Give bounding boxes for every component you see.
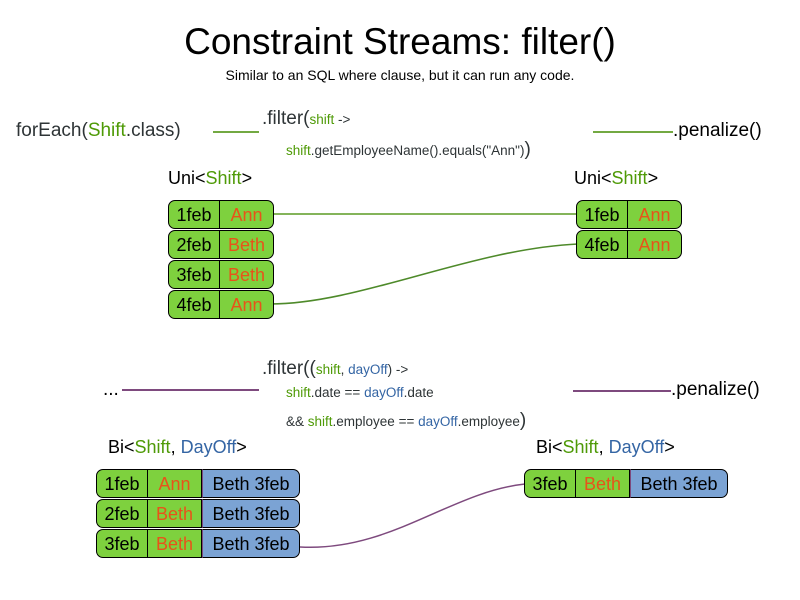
uni-output-label-prefix: Uni< — [574, 168, 612, 188]
bi-filter-line2-tail: .date — [403, 385, 434, 400]
tuple-dayoff: Beth 3feb — [202, 499, 300, 528]
uni-filter-param-shift: shift — [309, 112, 335, 127]
bi-filter-param-dayoff: dayOff — [348, 362, 388, 377]
bi-filter-param-separator: , — [340, 362, 349, 377]
bi-filter-expression-line1: .filter((shift, dayOff) -> — [262, 358, 408, 380]
bi-filter-keyword: .filter(( — [262, 358, 316, 379]
tuple-date: 1feb — [576, 200, 628, 229]
bi-filter-arrow: ) -> — [387, 362, 409, 377]
bi-filter-line3-tail: .employee — [457, 414, 520, 429]
tuple-employee: Ann — [220, 200, 274, 229]
tuple-row[interactable]: 3feb Beth — [168, 260, 274, 289]
tuple-date: 1feb — [168, 200, 220, 229]
bi-sink-expression: .penalize() — [671, 379, 760, 400]
bi-filter-line2-dayoff: dayOff — [364, 385, 404, 400]
tuple-employee: Beth — [148, 529, 202, 558]
bi-filter-close-paren: ) — [519, 410, 527, 431]
bi-output-label-prefix: Bi< — [536, 437, 563, 457]
bi-input-label-prefix: Bi< — [108, 437, 135, 457]
tuple-employee: Ann — [220, 290, 274, 319]
bi-input-stream-label: Bi<Shift, DayOff> — [108, 437, 247, 458]
bi-filter-expression-line2: shift.date == dayOff.date — [286, 385, 434, 400]
tuple-dayoff: Beth 3feb — [630, 469, 728, 498]
bi-input-tuple-stack: 1feb Ann Beth 3feb 2feb Beth Beth 3feb 3… — [96, 469, 300, 559]
uni-filter-body-param: shift — [286, 143, 311, 158]
bi-output-label-suffix: > — [664, 437, 675, 457]
uni-foreach-suffix: .class) — [125, 120, 181, 141]
uni-filter-expression-line1: .filter(shift -> — [262, 108, 350, 130]
uni-source-expression: forEach(Shift.class) — [16, 120, 181, 142]
tuple-date: 1feb — [96, 469, 148, 498]
tuple-date: 3feb — [96, 529, 148, 558]
bi-source-expression: ... — [103, 379, 119, 400]
bi-filter-line2-shift: shift — [286, 385, 311, 400]
tuple-date: 2feb — [96, 499, 148, 528]
uni-foreach-prefix: forEach( — [16, 120, 88, 141]
tuple-row[interactable]: 1feb Ann — [168, 200, 274, 229]
uni-filter-expression-line2: shift.getEmployeeName().equals("Ann")) — [286, 139, 531, 161]
tuple-row[interactable]: 1feb Ann — [576, 200, 682, 229]
bi-output-label-type-a: Shift — [562, 437, 599, 457]
tuple-employee: Ann — [148, 469, 202, 498]
uni-sink-expression: .penalize() — [673, 120, 762, 141]
bi-input-label-suffix: > — [236, 437, 247, 457]
tuple-dayoff: Beth 3feb — [202, 469, 300, 498]
tuple-employee: Beth — [148, 499, 202, 528]
tuple-employee: Beth — [220, 260, 274, 289]
uni-input-label-suffix: > — [241, 168, 253, 188]
uni-input-label-type: Shift — [205, 168, 242, 188]
bi-filter-line3-and: && — [286, 414, 308, 429]
bi-filter-line3-shift: shift — [307, 414, 333, 429]
bi-filter-expression-line3: && shift.employee == dayOff.employee) — [286, 410, 526, 432]
tuple-employee: Beth — [576, 469, 630, 498]
tuple-employee: Ann — [628, 230, 682, 259]
tuple-date: 4feb — [168, 290, 220, 319]
page-title: Constraint Streams: filter() — [184, 21, 616, 62]
uni-filter-body-call: .getEmployeeName().equals("Ann") — [310, 143, 525, 158]
tuple-date: 2feb — [168, 230, 220, 259]
tuple-employee: Beth — [220, 230, 274, 259]
tuple-employee: Ann — [628, 200, 682, 229]
bi-input-label-type-a: Shift — [134, 437, 171, 457]
bi-filter-line3-dayoff: dayOff — [418, 414, 458, 429]
uni-output-stream-label: Uni<Shift> — [574, 168, 658, 189]
tuple-row[interactable]: 2feb Beth Beth 3feb — [96, 499, 300, 528]
uni-output-label-type: Shift — [611, 168, 648, 188]
bi-output-label-type-b: DayOff — [608, 437, 665, 457]
bi-match-curve-1 — [299, 483, 526, 548]
tuple-row[interactable]: 1feb Ann Beth 3feb — [96, 469, 300, 498]
bi-filter-line3-mid: .employee == — [332, 414, 419, 429]
bi-filter-line2-mid: .date == — [310, 385, 365, 400]
uni-filter-keyword: .filter( — [262, 108, 310, 129]
bi-input-label-type-b: DayOff — [180, 437, 237, 457]
bi-output-stream-label: Bi<Shift, DayOff> — [536, 437, 675, 458]
bi-input-label-comma: , — [170, 437, 181, 457]
tuple-row[interactable]: 3feb Beth Beth 3feb — [524, 469, 728, 498]
page-subtitle: Similar to an SQL where clause, but it c… — [225, 67, 575, 83]
uni-filter-close-paren: ) — [524, 139, 531, 160]
tuple-date: 4feb — [576, 230, 628, 259]
uni-output-label-suffix: > — [647, 168, 659, 188]
uni-output-tuple-stack: 1feb Ann 4feb Ann — [576, 200, 682, 260]
tuple-row[interactable]: 2feb Beth — [168, 230, 274, 259]
uni-foreach-type: Shift — [87, 120, 126, 141]
uni-input-label-prefix: Uni< — [168, 168, 206, 188]
tuple-dayoff: Beth 3feb — [202, 529, 300, 558]
uni-input-tuple-stack: 1feb Ann 2feb Beth 3feb Beth 4feb Ann — [168, 200, 274, 320]
tuple-date: 3feb — [524, 469, 576, 498]
bi-filter-param-shift: shift — [315, 362, 341, 377]
bi-output-tuple-stack: 3feb Beth Beth 3feb — [524, 469, 728, 499]
tuple-row[interactable]: 4feb Ann — [576, 230, 682, 259]
uni-match-curve-2 — [269, 243, 579, 305]
uni-input-stream-label: Uni<Shift> — [168, 168, 252, 189]
uni-filter-arrow: -> — [334, 112, 351, 127]
bi-output-label-comma: , — [598, 437, 609, 457]
tuple-row[interactable]: 3feb Beth Beth 3feb — [96, 529, 300, 558]
tuple-row[interactable]: 4feb Ann — [168, 290, 274, 319]
tuple-date: 3feb — [168, 260, 220, 289]
